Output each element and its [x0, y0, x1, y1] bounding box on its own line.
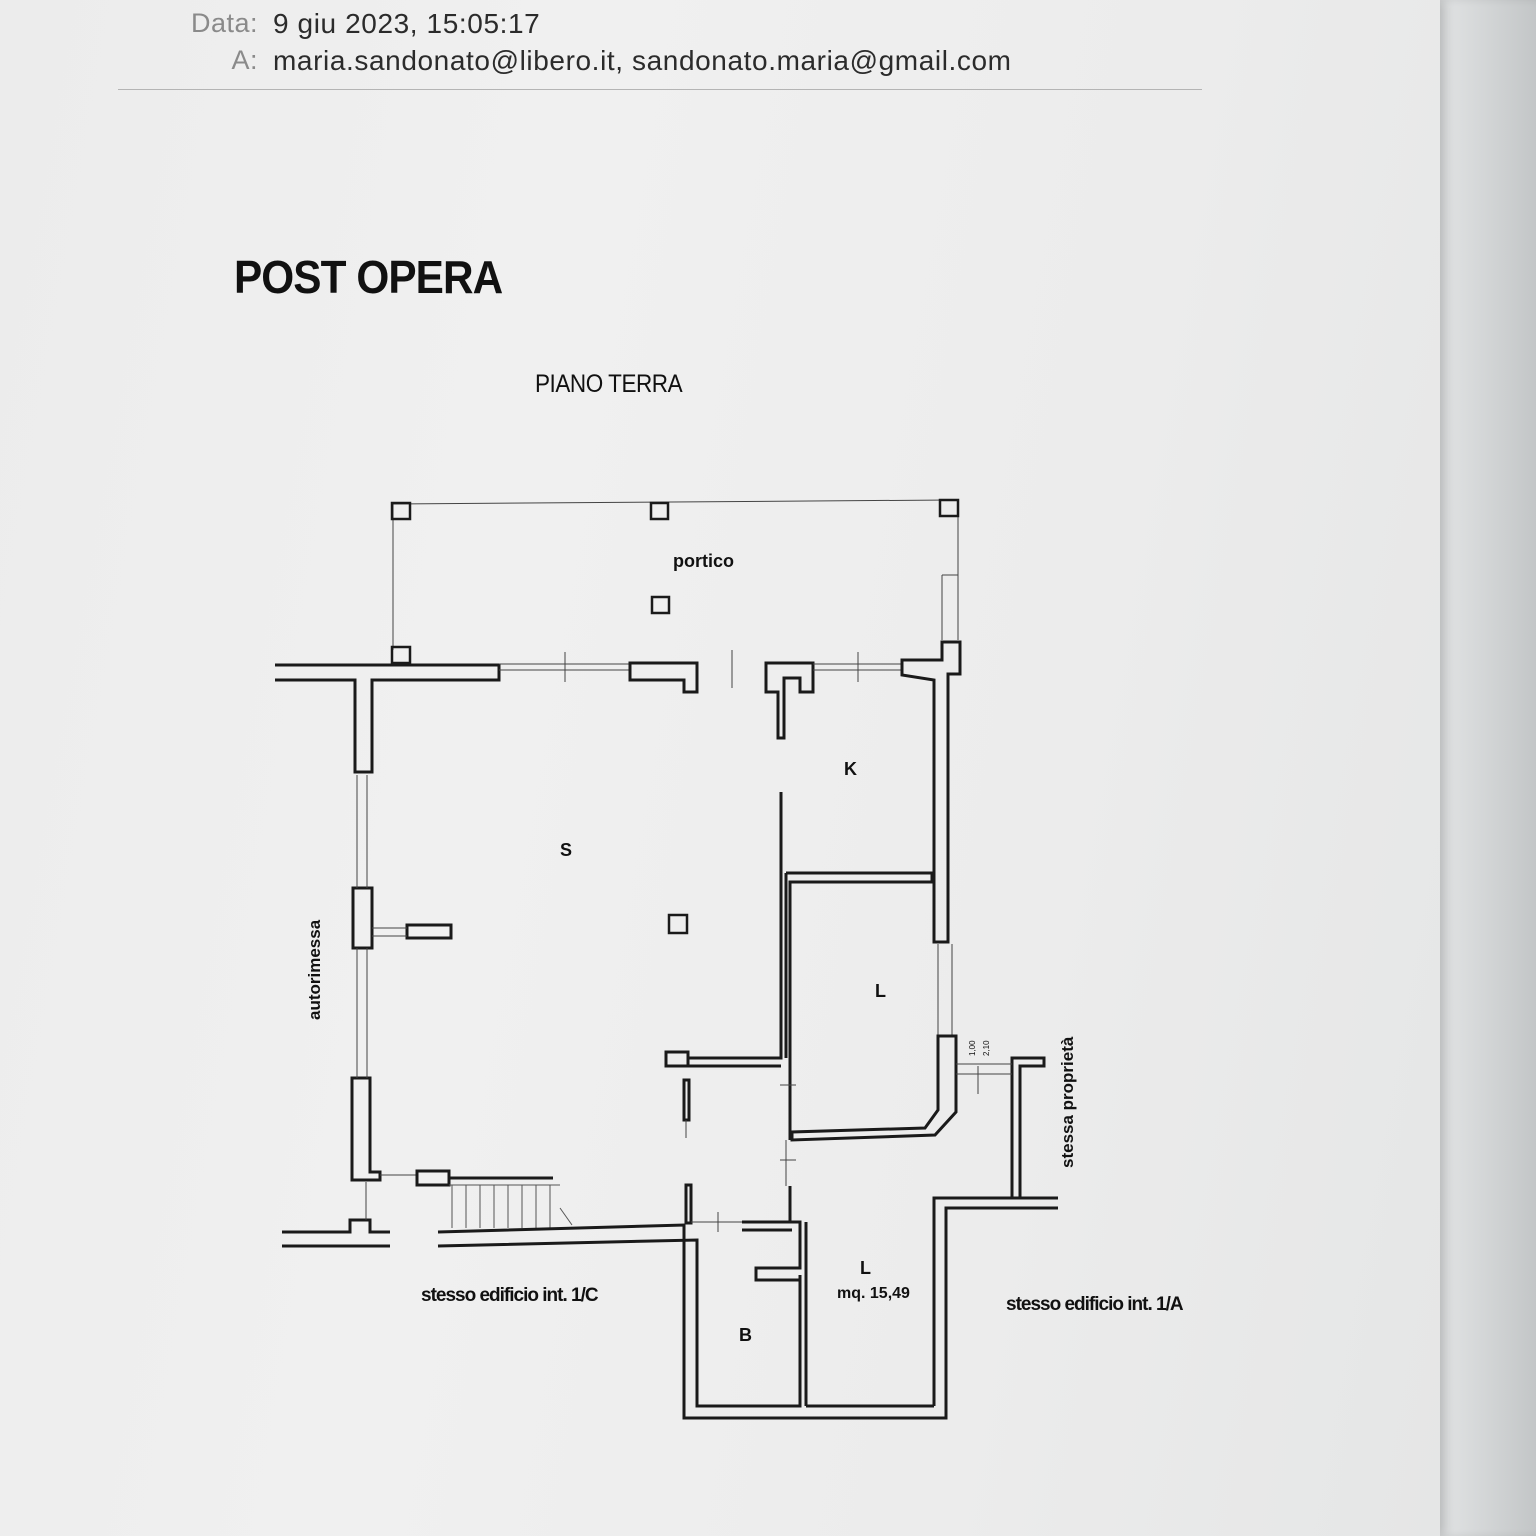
staircase	[449, 1184, 573, 1228]
portico-columns	[390, 498, 960, 935]
label-letto-2: L	[860, 1258, 871, 1278]
portico-outline	[392, 499, 959, 650]
to-label: A:	[231, 45, 258, 75]
label-stessa-proprieta: stessa proprietà	[1058, 1036, 1077, 1168]
header-divider	[118, 89, 1202, 90]
date-value: 9 giu 2023, 15:05:17	[273, 8, 541, 39]
dimension-a: 1,00	[968, 1040, 977, 1056]
label-edificio-1a: stesso edificio int. 1/A	[1006, 1294, 1184, 1315]
label-bagno: B	[739, 1325, 752, 1345]
label-soggiorno: S	[560, 840, 572, 860]
label-edificio-1c: stesso edificio int. 1/C	[421, 1285, 599, 1306]
date-label: Data:	[190, 8, 258, 38]
floor-title: PIANO TERRA	[535, 370, 683, 398]
label-cucina: K	[844, 759, 857, 779]
label-letto-2-area: mq. 15,49	[837, 1285, 910, 1302]
dimension-b: 2,10	[982, 1040, 991, 1056]
label-autorimessa: autorimessa	[305, 919, 324, 1020]
printed-page: Data: 9 giu 2023, 15:05:17 A: maria.sand…	[0, 0, 1440, 1536]
label-letto: L	[875, 981, 886, 1001]
label-portico: portico	[673, 551, 734, 571]
walls	[275, 640, 1058, 1420]
to-value: maria.sandonato@libero.it, sandonato.mar…	[273, 45, 1012, 76]
page-title: POST OPERA	[234, 251, 503, 303]
